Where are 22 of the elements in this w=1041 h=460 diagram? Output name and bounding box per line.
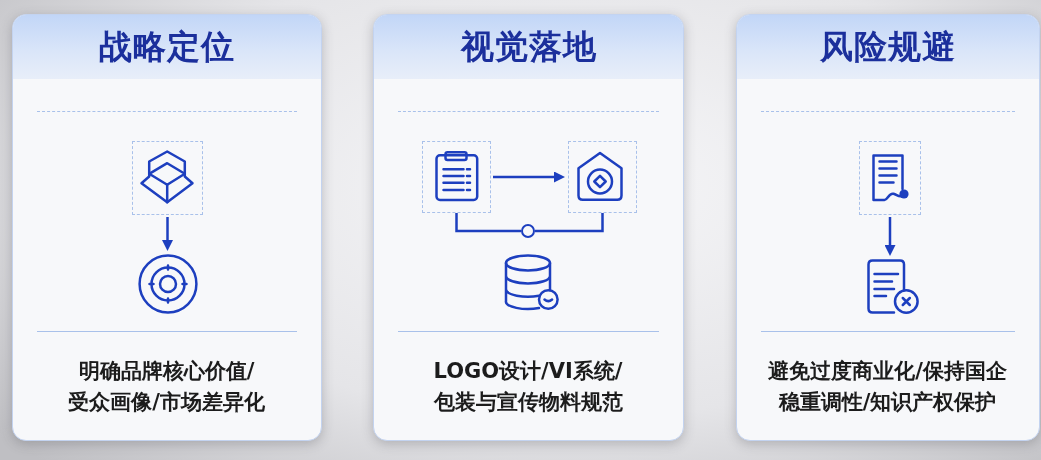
card — [736, 14, 1040, 441]
document-x-icon — [867, 259, 919, 315]
arrow — [162, 217, 173, 251]
junction-circle — [521, 224, 535, 238]
dashed-icon-frame — [132, 141, 203, 215]
arrow — [493, 171, 565, 183]
connector-line — [535, 213, 604, 233]
database-icon — [503, 254, 559, 311]
card — [12, 14, 322, 441]
dashed-icon-frame — [568, 141, 637, 213]
card-title: 风险规避 — [820, 25, 956, 68]
target-icon — [138, 254, 198, 314]
description-text: 避免过度商业化/保持国企稳重调性/知识产权保护 — [767, 358, 1008, 416]
card-title: 战略定位 — [99, 25, 235, 68]
arrow — [884, 217, 896, 256]
dashed-icon-frame — [859, 141, 921, 215]
connector-line — [455, 213, 521, 233]
description-text: LOGO设计/VI系统/包装与宣传物料规范 — [432, 358, 624, 416]
description-text: 明确品牌核心价值/受众画像/市场差异化 — [67, 358, 266, 416]
card — [373, 14, 684, 441]
card-title: 视觉落地 — [460, 25, 597, 68]
dashed-icon-frame — [422, 141, 491, 213]
